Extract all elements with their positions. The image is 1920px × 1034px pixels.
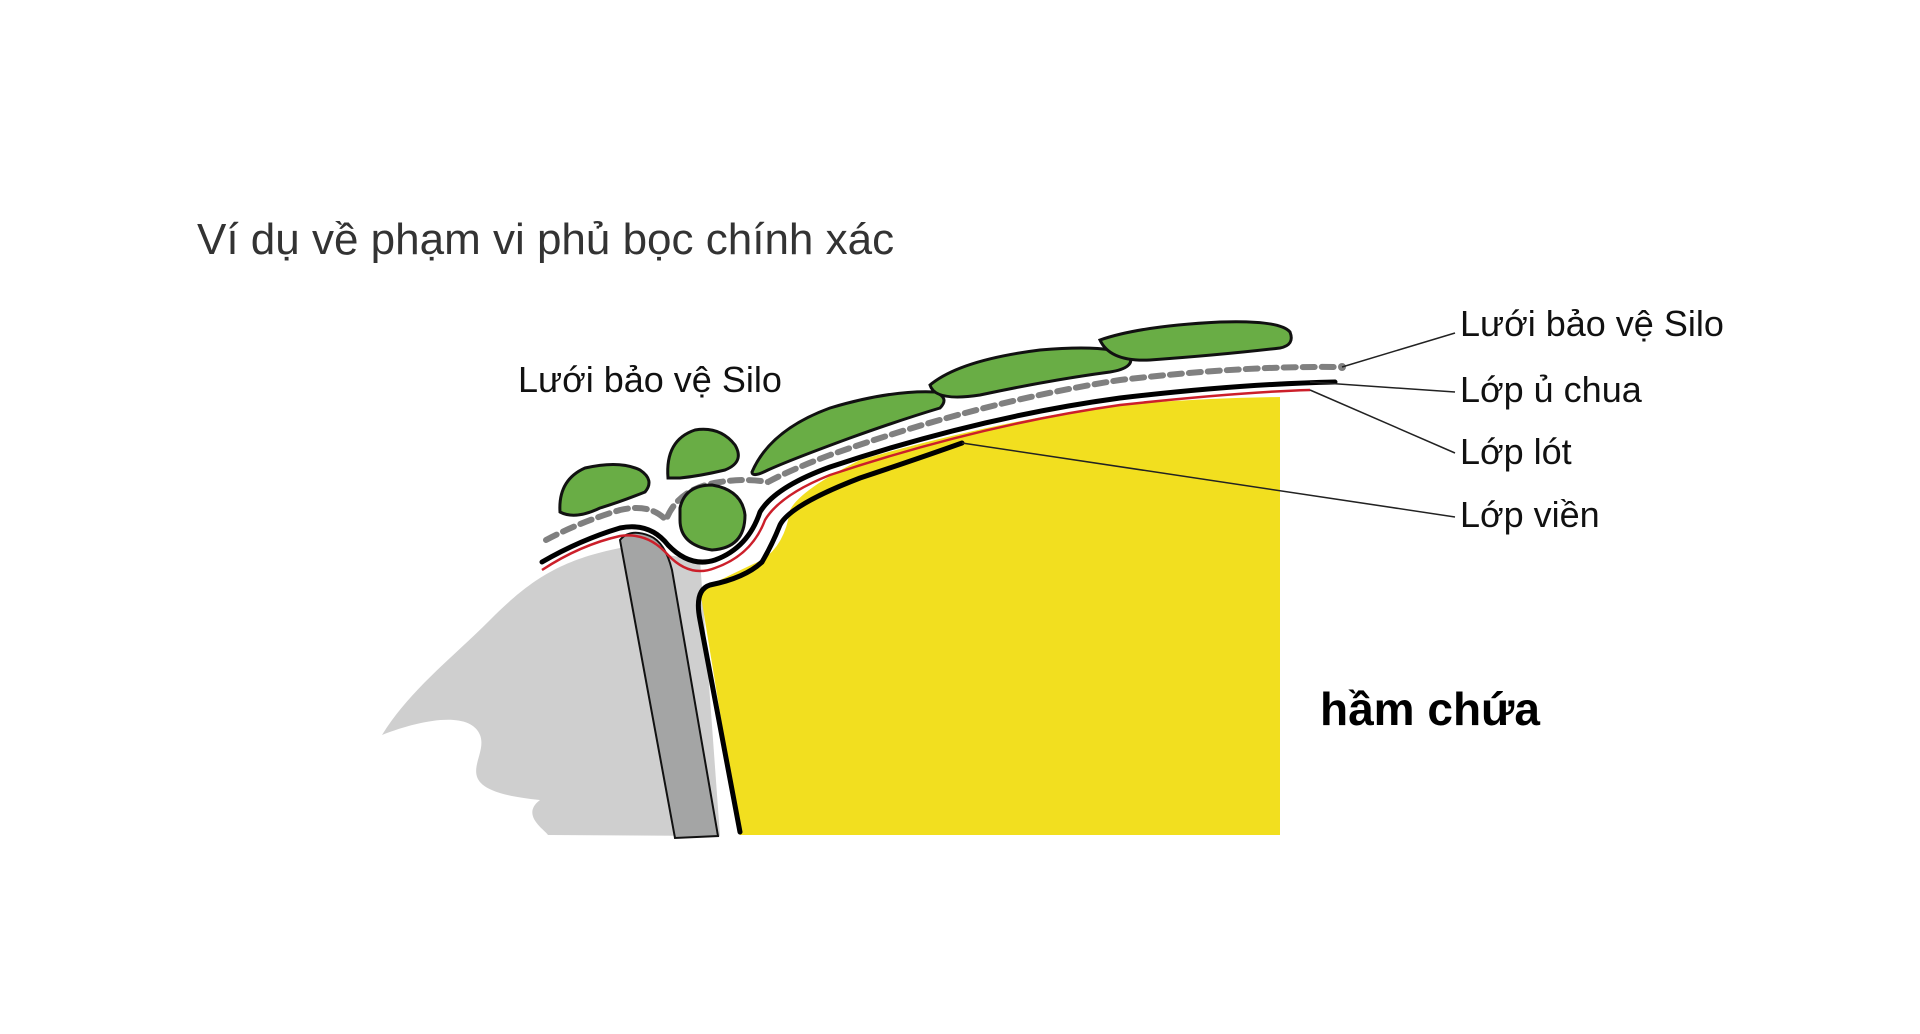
- weight-bag-6: [1097, 320, 1293, 362]
- lining-film-line: [541, 388, 1311, 573]
- edge-film: [695, 440, 965, 835]
- leader-line-lining-film: [1309, 389, 1456, 454]
- weight-bag-3: [678, 483, 747, 552]
- weight-bag-1: [558, 463, 651, 517]
- label-silage-film: Lớp ủ chua: [1460, 369, 1643, 410]
- leader-line-edge-film: [961, 442, 1456, 518]
- diagram-title: Ví dụ về phạm vi phủ bọc chính xác: [197, 215, 894, 264]
- label-silo-net-left: Lưới bảo vệ Silo: [518, 359, 782, 400]
- label-silo-net-right: Lưới bảo vệ Silo: [1460, 303, 1724, 344]
- weight-bag-4: [750, 390, 946, 477]
- weight-bag-5: [928, 346, 1133, 399]
- silage-film-line: [539, 379, 1338, 565]
- leader-line-silo-net: [1341, 332, 1456, 368]
- label-lining-film: Lớp lót: [1460, 431, 1572, 472]
- label-edge-film: Lớp viền: [1460, 494, 1600, 535]
- label-silo: hầm chứa: [1320, 683, 1540, 735]
- leader-line-silage-film: [1309, 381, 1456, 393]
- silo-protection-net: [543, 363, 1338, 543]
- silage-mass: [700, 397, 1280, 835]
- weight-bag-2: [666, 427, 740, 480]
- concrete-wall: [618, 531, 720, 840]
